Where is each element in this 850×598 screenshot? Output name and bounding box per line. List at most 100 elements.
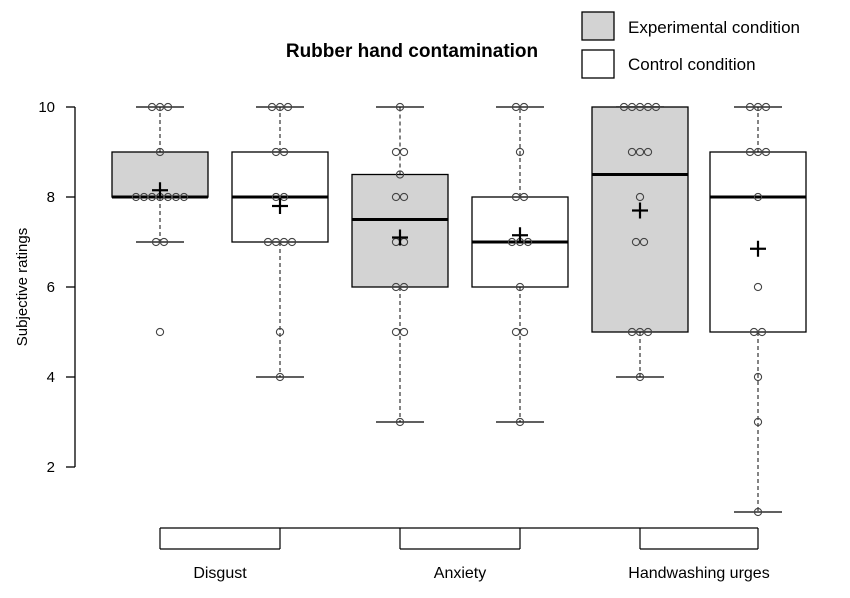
legend: Experimental condition Control condition [581, 11, 800, 79]
data-point [179, 192, 189, 202]
data-point [147, 192, 157, 202]
data-point [271, 237, 281, 247]
box-anxiety-experimental [351, 102, 449, 427]
group-label: Handwashing urges [628, 565, 769, 582]
data-point [163, 102, 173, 112]
data-point [271, 147, 281, 157]
data-point [171, 192, 181, 202]
data-point [515, 147, 525, 157]
box-anxiety-control [471, 102, 569, 427]
data-point [643, 327, 653, 337]
box-handwashing-urges-experimental [591, 102, 689, 382]
y-axis: 2 4 6 8 10 [38, 99, 76, 476]
group-brackets: Disgust Anxiety Handwashing urges [159, 527, 770, 582]
data-point [275, 372, 285, 382]
box-iqr [591, 106, 689, 333]
data-point [619, 102, 629, 112]
group-bracket-anxiety: Anxiety [399, 528, 521, 582]
data-point [635, 372, 645, 382]
data-point [139, 192, 149, 202]
y-tick-label: 2 [47, 459, 55, 476]
data-point [271, 192, 281, 202]
data-point [639, 237, 649, 247]
data-point [627, 147, 637, 157]
data-point [391, 282, 401, 292]
data-point [391, 147, 401, 157]
y-tick-label: 4 [47, 369, 55, 386]
data-point [523, 237, 533, 247]
data-point [399, 282, 409, 292]
data-point [399, 192, 409, 202]
data-point [519, 102, 529, 112]
box-disgust-control [231, 102, 329, 382]
data-point [287, 237, 297, 247]
box-disgust-experimental [111, 102, 209, 337]
data-point [757, 327, 767, 337]
data-point [147, 102, 157, 112]
data-point [279, 192, 289, 202]
data-point [151, 237, 161, 247]
data-point [519, 192, 529, 202]
data-point [761, 147, 771, 157]
data-point [395, 102, 405, 112]
legend-swatch-control [581, 49, 615, 79]
y-tick-label: 6 [47, 279, 55, 296]
data-point [163, 192, 173, 202]
data-point [643, 147, 653, 157]
group-label: Disgust [193, 565, 247, 582]
data-point [267, 102, 277, 112]
data-point [753, 192, 763, 202]
data-point [753, 102, 763, 112]
data-point [745, 147, 755, 157]
data-point [761, 102, 771, 112]
data-point [745, 102, 755, 112]
data-point [275, 327, 285, 337]
data-point [635, 327, 645, 337]
data-point [651, 102, 661, 112]
boxes [111, 102, 807, 517]
y-tick-label: 8 [47, 189, 55, 206]
group-bracket-disgust: Disgust [159, 528, 281, 582]
data-point [753, 372, 763, 382]
data-point [519, 327, 529, 337]
data-point [279, 237, 289, 247]
y-tick-label: 10 [38, 99, 55, 116]
data-point [511, 327, 521, 337]
data-point [395, 170, 405, 179]
data-point [391, 327, 401, 337]
data-point [753, 282, 763, 292]
data-point [263, 237, 273, 247]
data-point [159, 237, 169, 247]
legend-swatch-experimental [581, 11, 615, 41]
y-axis-label: Subjective ratings [14, 228, 31, 346]
legend-label-control: Control condition [628, 55, 756, 74]
data-point [275, 102, 285, 112]
data-point [511, 192, 521, 202]
data-point [749, 327, 759, 337]
data-point [635, 147, 645, 157]
box-handwashing-urges-control [709, 102, 807, 517]
data-point [399, 147, 409, 157]
data-point [507, 237, 517, 247]
data-point [511, 102, 521, 112]
data-point [753, 417, 763, 427]
data-point [631, 237, 641, 247]
outlier-point [155, 327, 165, 337]
data-point [395, 417, 405, 427]
data-point [635, 192, 645, 202]
data-point [155, 147, 165, 157]
data-point [643, 102, 653, 112]
data-point [399, 327, 409, 337]
group-label: Anxiety [434, 565, 486, 582]
data-point [627, 102, 637, 112]
legend-label-experimental: Experimental condition [628, 18, 800, 37]
data-point [391, 192, 401, 202]
data-point [627, 327, 637, 337]
data-point [279, 147, 289, 157]
group-bracket-handwashing-urges: Handwashing urges [628, 528, 770, 582]
chart-title: Rubber hand contamination [286, 41, 538, 62]
data-point [753, 147, 763, 157]
data-point [515, 417, 525, 427]
data-point [635, 102, 645, 112]
